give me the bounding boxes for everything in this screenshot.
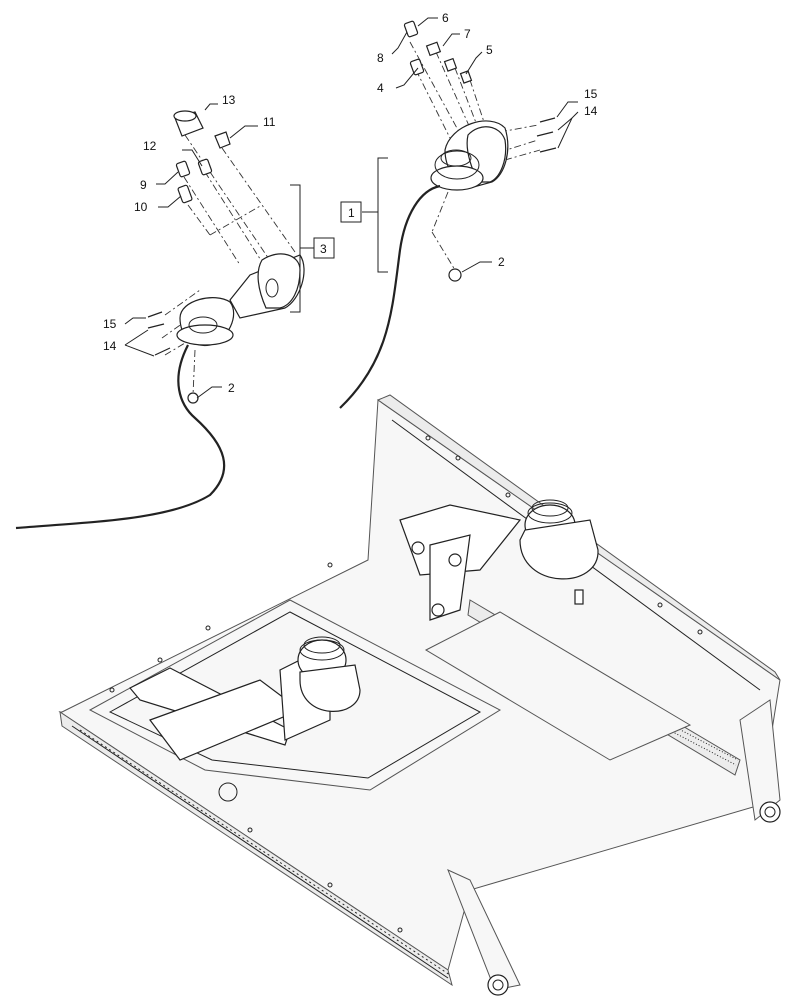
callout-14-left: 14 (103, 339, 117, 353)
callout-2-left: 2 (228, 381, 235, 395)
callout-14-right: 14 (584, 104, 598, 118)
right-mounting-screws (536, 117, 557, 153)
callout-11: 11 (263, 115, 276, 129)
leader-lines (124, 17, 579, 399)
callout-1: 1 (348, 206, 355, 220)
callout-5: 5 (486, 43, 493, 57)
part-13-cap (173, 110, 204, 137)
part-11-knob (214, 131, 231, 149)
right-console-mount (399, 499, 599, 621)
callout-3-box (313, 237, 335, 259)
left-joystick-handle (176, 253, 305, 346)
callout-15-right: 15 (584, 87, 598, 101)
callout-15-left: 15 (103, 317, 117, 331)
part-7-knob (443, 57, 458, 72)
callout-8: 8 (377, 51, 384, 65)
part-5-knob (459, 70, 473, 84)
part-2-nut-right (448, 268, 462, 282)
callout-13: 13 (222, 93, 236, 107)
callout-1-box (340, 201, 362, 223)
right-cable (339, 184, 441, 409)
part-9-button (175, 160, 191, 178)
left-mounting-screws (147, 311, 171, 356)
callout-labels: 13 11 12 9 10 3 15 14 2 6 8 7 5 4 15 14 … (103, 11, 598, 395)
part-6-knob (425, 41, 442, 57)
callout-3: 3 (320, 242, 327, 256)
left-exploded-assembly (15, 110, 314, 530)
callout-10: 10 (134, 200, 148, 214)
right-joystick-handle (430, 120, 509, 191)
callout-4: 4 (377, 81, 384, 95)
part-4-button (409, 58, 425, 76)
left-console-mount (129, 636, 361, 761)
right-exploded-assembly (339, 20, 557, 409)
callout-6: 6 (442, 11, 449, 25)
callout-12: 12 (143, 139, 157, 153)
part-8-button (403, 20, 419, 38)
callout-2-right: 2 (498, 255, 505, 269)
part-10-button (177, 184, 193, 204)
callout-7: 7 (464, 27, 471, 41)
part-12-button (197, 158, 213, 176)
part-2-nut-left (187, 392, 199, 404)
left-cable (15, 344, 226, 530)
callout-9: 9 (140, 178, 147, 192)
